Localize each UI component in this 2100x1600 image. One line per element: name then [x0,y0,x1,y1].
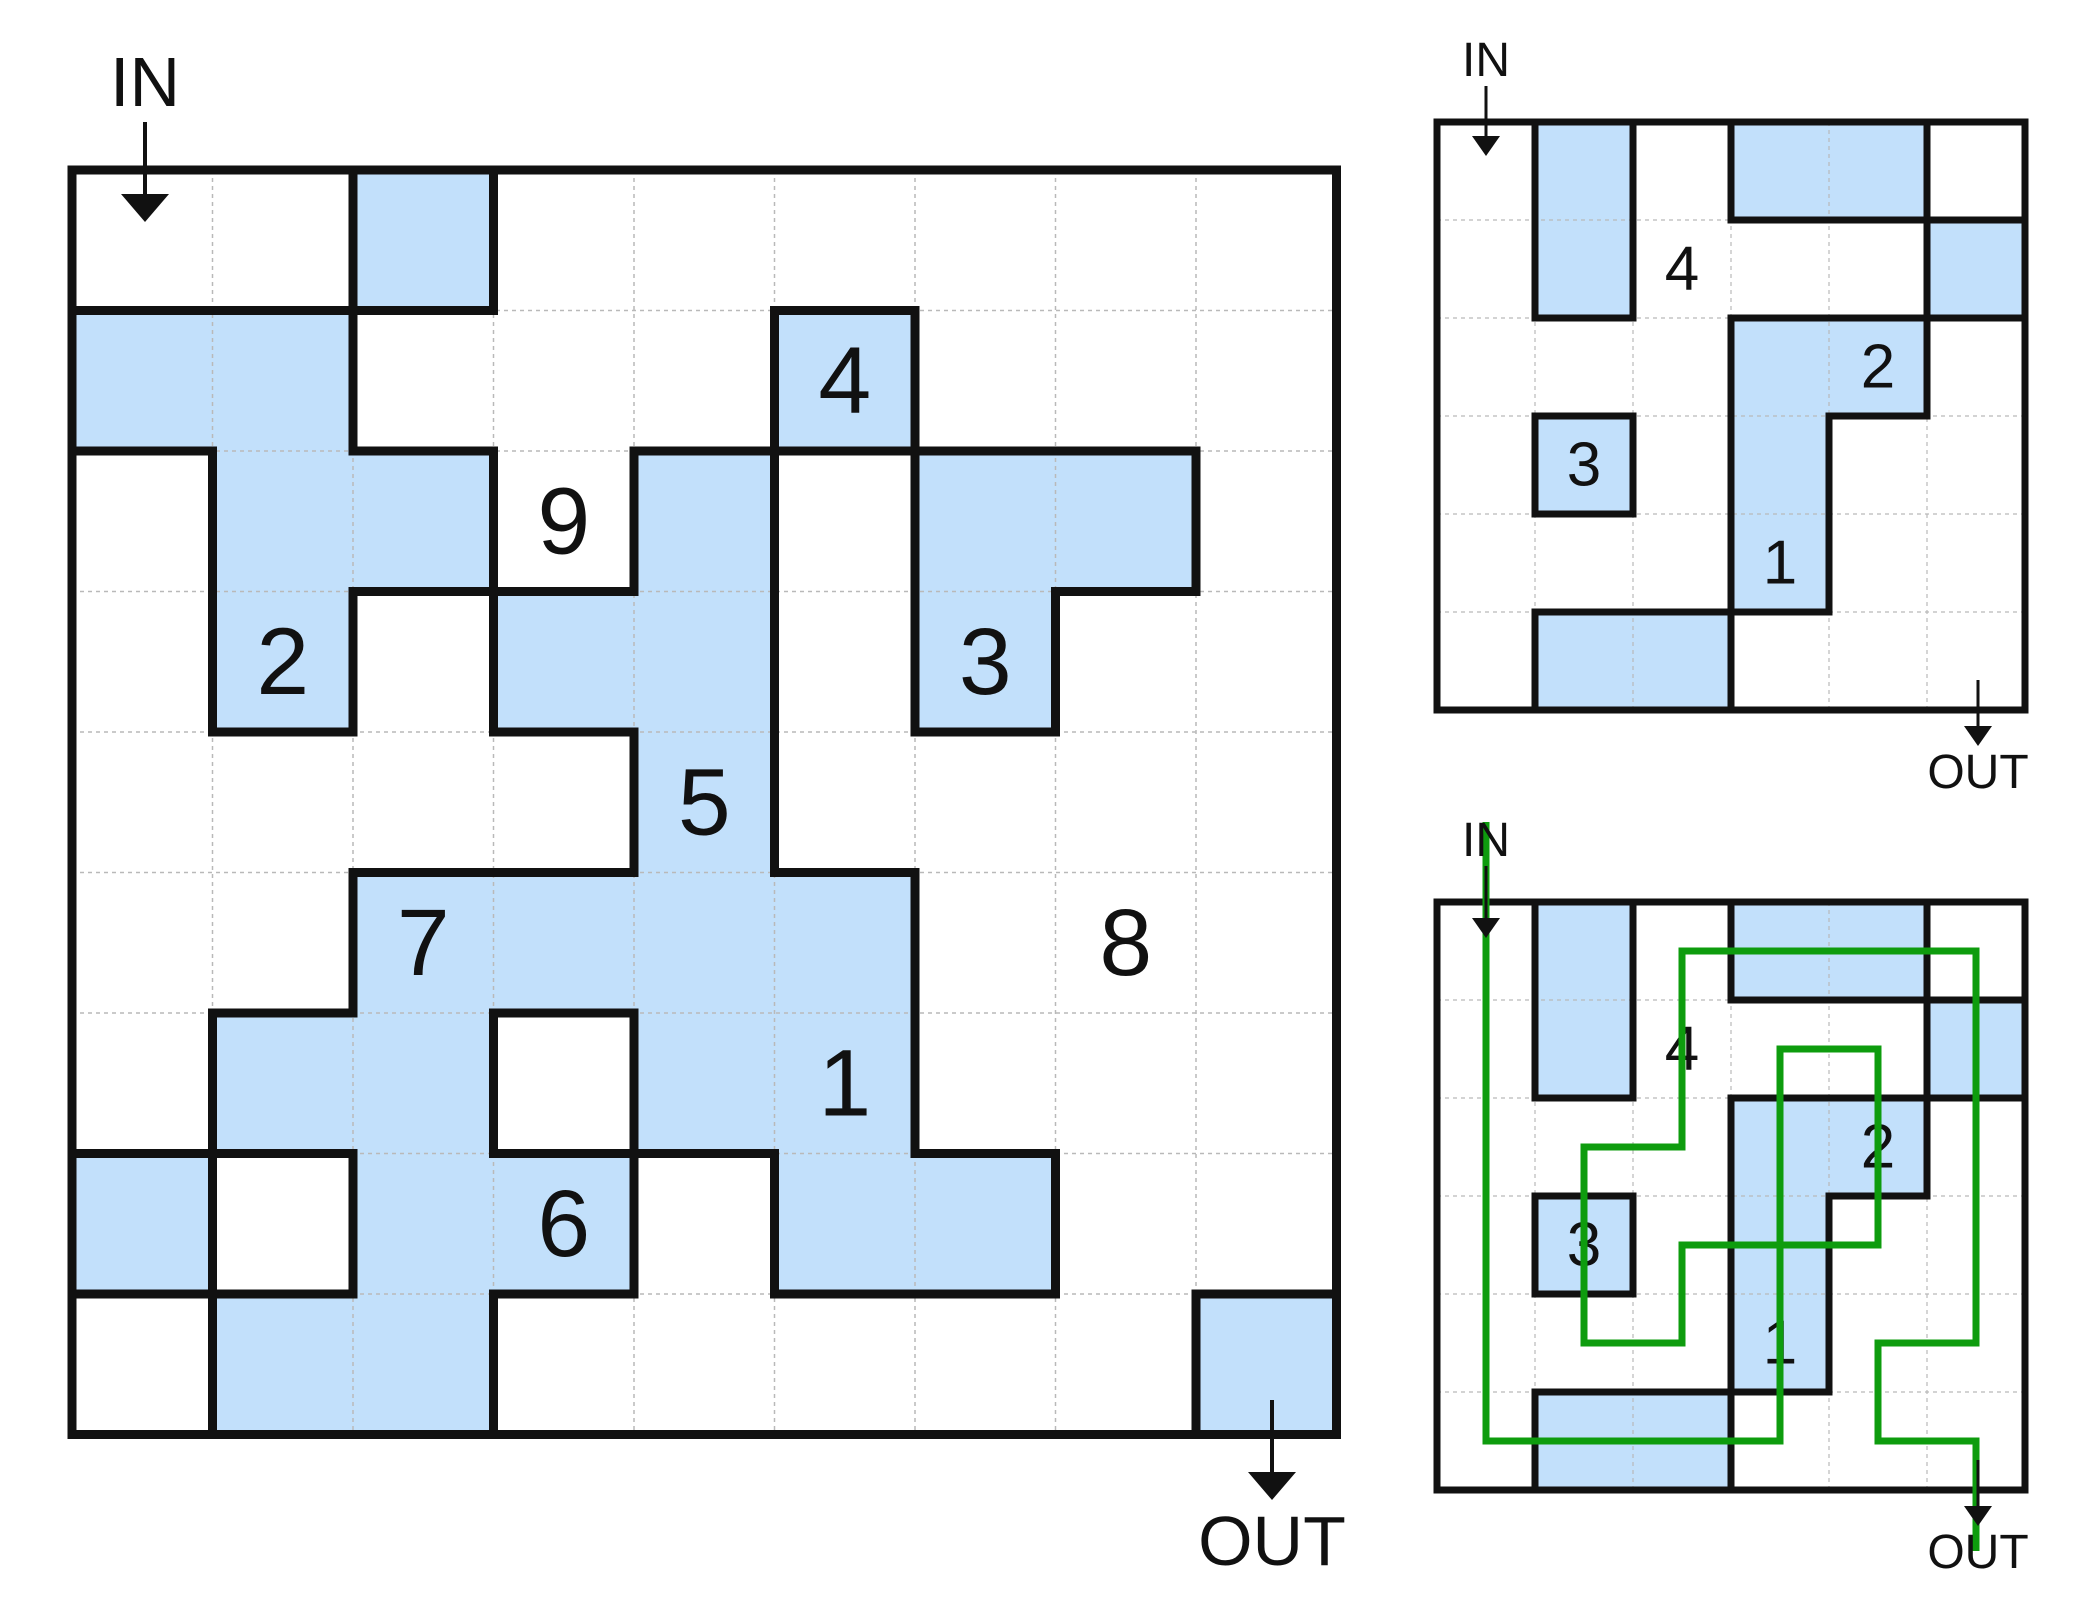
out-label: OUT [1198,1502,1346,1580]
clue-number: 8 [1099,890,1152,996]
shaded-cell [634,872,776,1014]
clue-number: 1 [818,1030,871,1136]
shaded-cells [72,170,1338,1436]
entrance-arrow-icon [121,122,169,222]
shaded-cell [212,451,354,593]
shaded-cell [212,1013,354,1155]
in-label: IN [110,43,180,121]
clue-number: 4 [1665,235,1699,304]
solution-line [1482,822,1980,1551]
clue-numbers: 4 2 3 1 [1567,235,1895,598]
grid-border [1433,118,2029,714]
clue-number: 1 [1763,529,1797,598]
shaded-cell [634,732,776,874]
shaded-cell [915,591,1057,733]
region-walls [67,165,1341,1439]
region-walls [1433,898,2029,1494]
shaded-cell [915,1153,1057,1295]
shaded-cell [634,451,776,593]
shaded-cell [1731,416,1830,515]
in-label: IN [1462,34,1510,87]
exit-marker: OUT [1198,1400,1346,1580]
shaded-cell [1535,122,1634,221]
clue-numbers: 4 9 2 3 5 7 8 1 6 [256,328,1152,1277]
shaded-cell [1535,612,1634,711]
shaded-cell [1633,612,1732,711]
shaded-cell [1055,451,1197,593]
shaded-cell [1731,514,1830,613]
grid-border [67,165,1341,1439]
clue-number: 4 [818,328,871,434]
shaded-cell [774,1013,916,1155]
shaded-cell [72,1153,214,1295]
clue-number: 6 [537,1171,590,1277]
solution-path [1482,822,1980,1551]
shaded-cell [1829,318,1928,417]
shaded-cell [493,872,635,1014]
in-label: IN [1462,814,1510,867]
shaded-cell [1535,416,1634,515]
clue-number: 5 [678,749,731,855]
shaded-cell [1196,1294,1338,1436]
shaded-cell [1535,902,1634,1001]
shaded-cell [774,1153,916,1295]
shaded-cell [493,591,635,733]
shaded-cell [1535,220,1634,319]
exit-marker: OUT [1927,1460,2029,1579]
out-label: OUT [1927,746,2028,799]
exit-arrow-icon [1964,680,1992,746]
entrance-marker: IN [110,43,180,222]
clue-number: 3 [959,609,1012,715]
shaded-cell [774,310,916,452]
region-walls [1433,118,2029,714]
clue-number: 3 [1567,431,1601,500]
shaded-cell [1927,220,2026,319]
shaded-cell [493,1153,635,1295]
exit-marker: OUT [1927,680,2029,799]
entrance-marker: IN [1462,814,1510,938]
entrance-arrow-icon [1472,86,1500,156]
shaded-cell [212,591,354,733]
entrance-arrow-icon [1472,866,1500,938]
exit-arrow-icon [1248,1400,1296,1500]
shaded-cell [1829,122,1928,221]
shaded-cell [915,451,1057,593]
shaded-cell [1535,1000,1634,1099]
example-puzzle: 4 2 3 1 IN OUT [1433,34,2029,799]
shaded-cell [353,170,495,312]
shaded-cell [72,310,214,452]
shaded-cell [212,1294,354,1436]
grid-border [1433,898,2029,1494]
shaded-cell [774,872,916,1014]
shaded-cell [1731,318,1830,417]
shaded-cell [353,1153,495,1295]
clue-number: 2 [1861,333,1895,402]
shaded-cell [353,451,495,593]
shaded-cell [634,591,776,733]
out-label: OUT [1927,1526,2028,1579]
clue-number: 9 [537,468,590,574]
shaded-cell [212,310,354,452]
main-puzzle: 4 9 2 3 5 7 8 1 6 IN OUT [67,43,1346,1580]
clue-number: 2 [256,609,309,715]
shaded-cell [634,1013,776,1155]
clue-number: 7 [397,890,450,996]
exit-arrow-icon [1964,1460,1992,1526]
entrance-marker: IN [1462,34,1510,156]
shaded-cells [1535,122,2026,711]
shaded-cell [353,1294,495,1436]
shaded-cell [353,872,495,1014]
shaded-cell [1731,122,1830,221]
shaded-cell [353,1013,495,1155]
